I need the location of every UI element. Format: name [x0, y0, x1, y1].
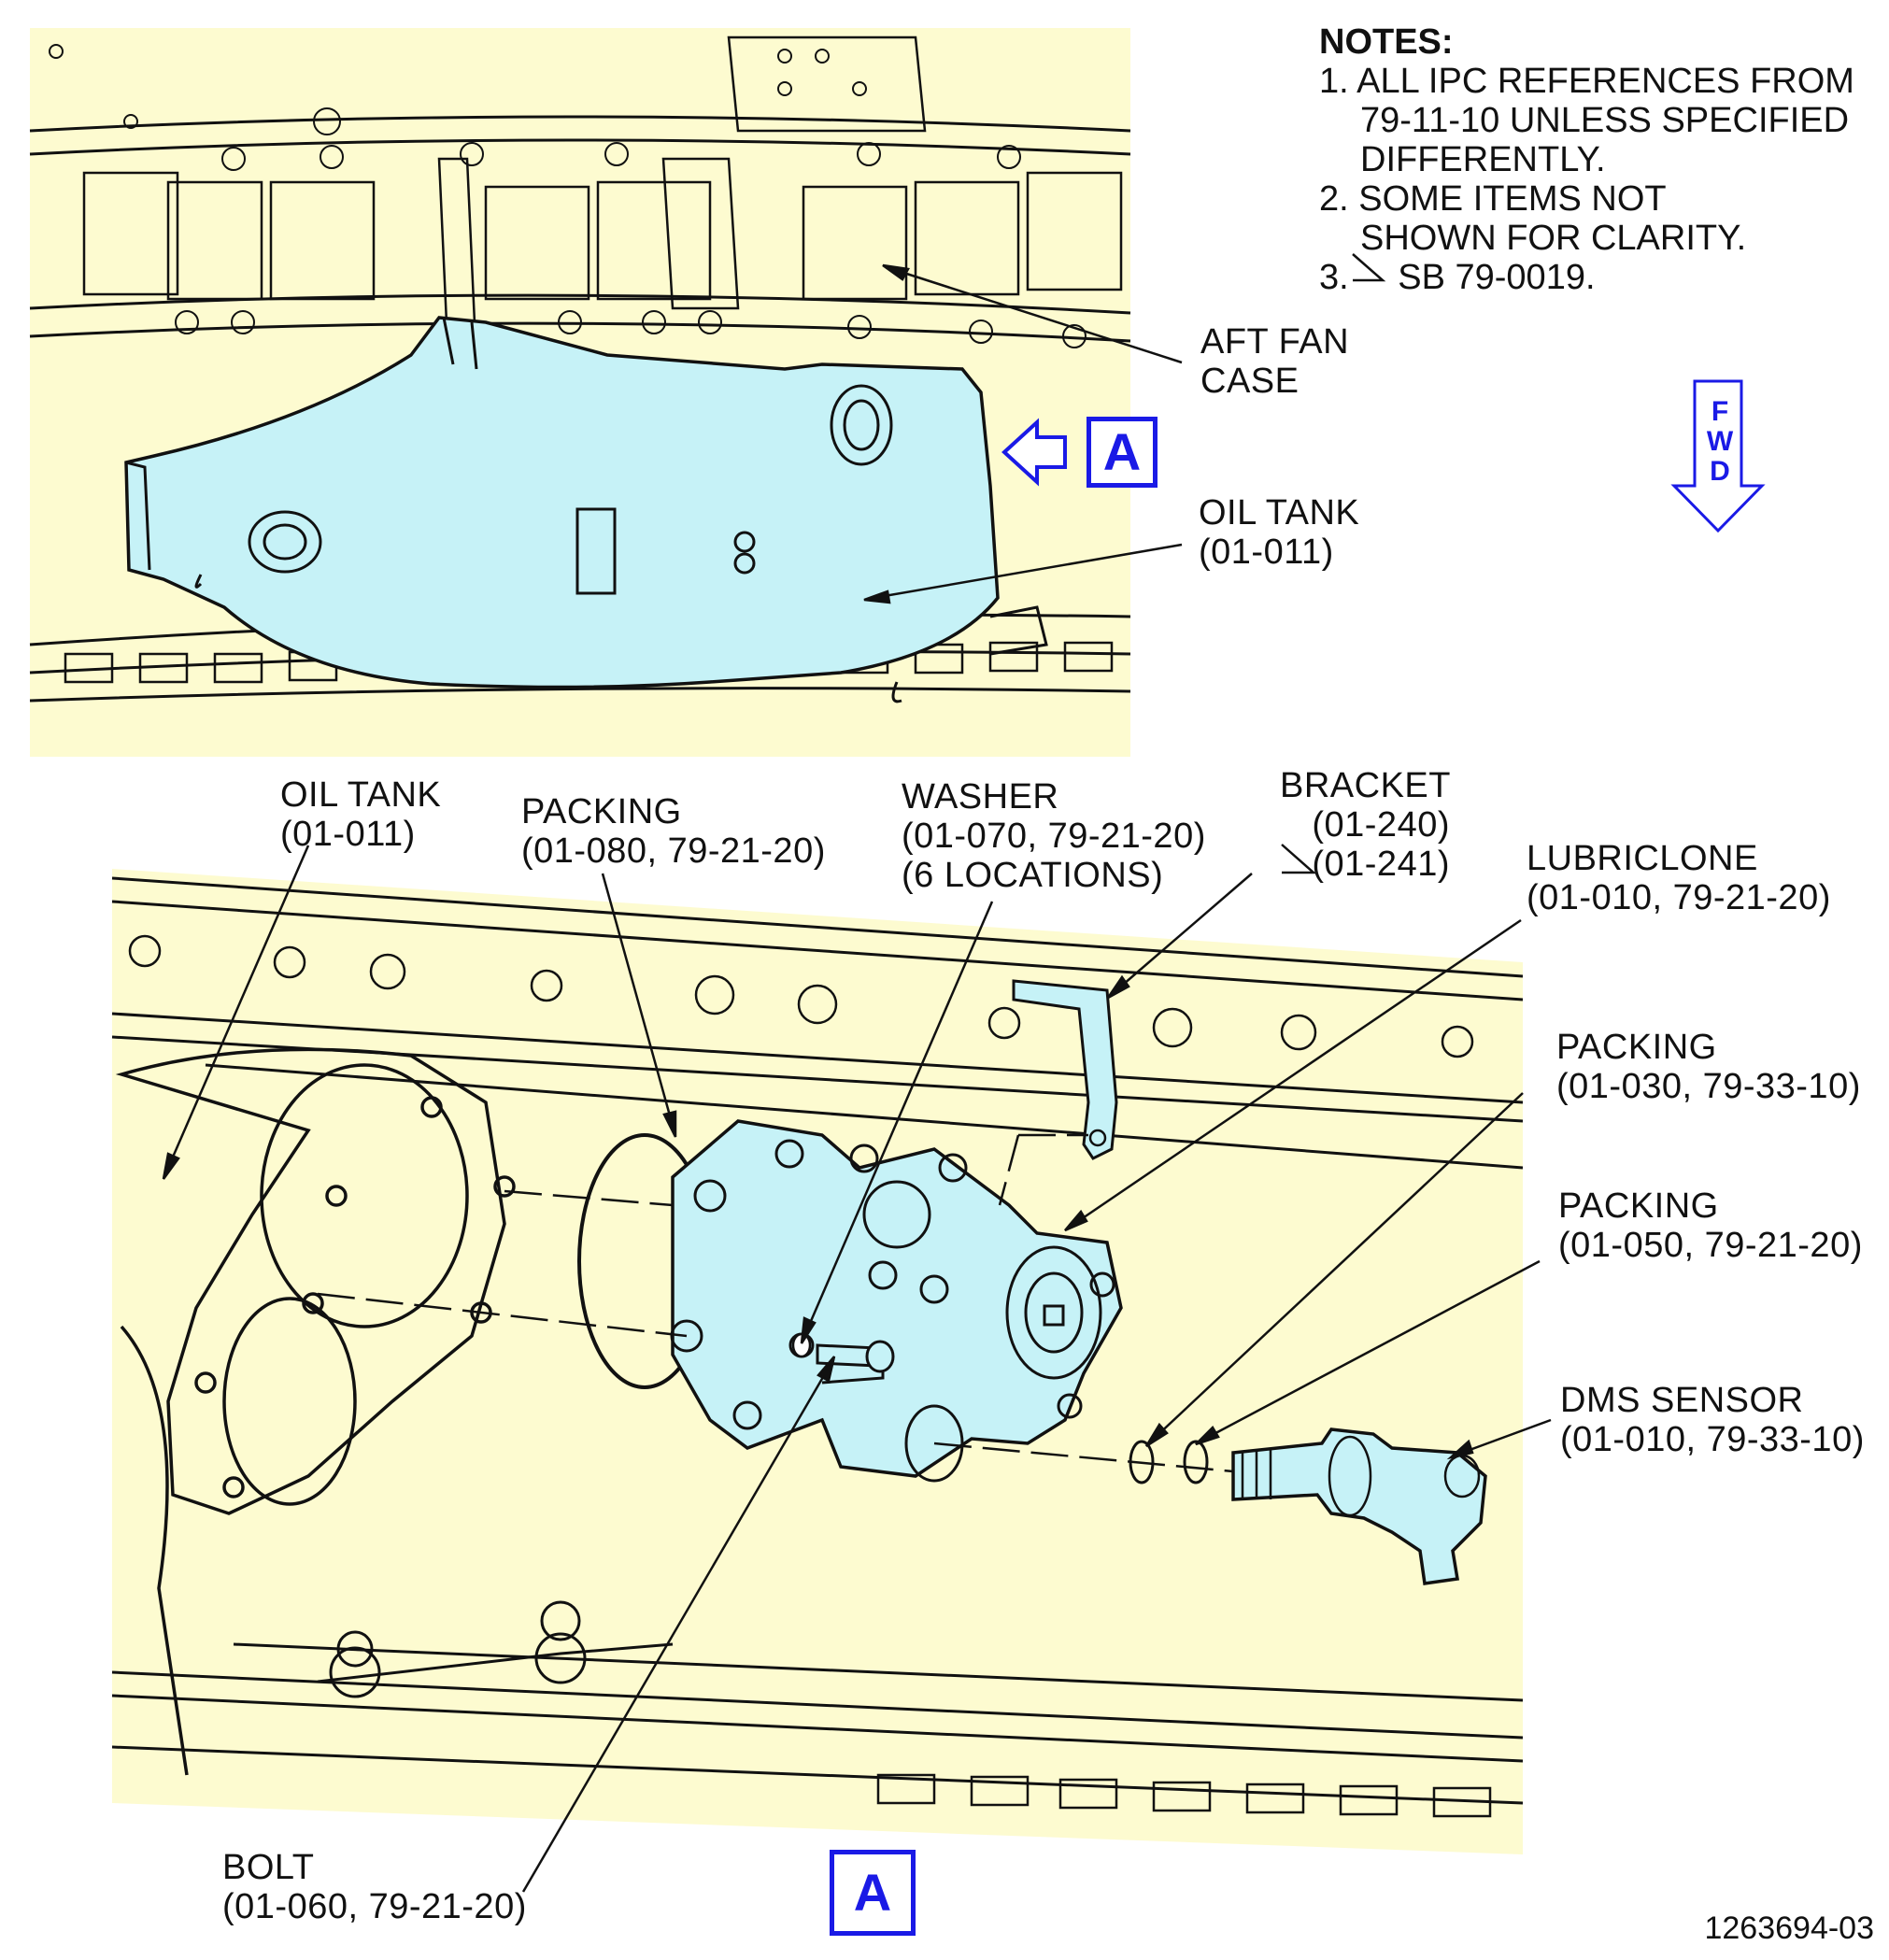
fwd-arrow	[1670, 379, 1766, 533]
label-washer-line-2: (01-070, 79-21-20)	[902, 817, 1206, 856]
label-bracket-line-2: (01-240)	[1312, 805, 1450, 845]
label-lubriclone-line-2: (01-010, 79-21-20)	[1527, 878, 1831, 917]
note-1: 1. ALL IPC REFERENCES FROM 79-11-10 UNLE…	[1319, 62, 1854, 179]
notes-block: NOTES: 1. ALL IPC REFERENCES FROM 79-11-…	[1319, 22, 1854, 297]
note-3-line: 3. SB 79-0019.	[1319, 258, 1854, 297]
label-dms-sensor-line-1: DMS SENSOR	[1560, 1381, 1804, 1420]
fwd-letter-d: D	[1710, 456, 1730, 487]
label-packing-050: PACKING (01-050, 79-21-20)	[1558, 1186, 1863, 1265]
note-1-line-1: 1. ALL IPC REFERENCES FROM	[1319, 62, 1854, 101]
label-bracket-line-1: BRACKET	[1280, 766, 1451, 805]
label-washer: WASHER (01-070, 79-21-20) (6 LOCATIONS)	[902, 777, 1206, 895]
label-packing-080-line-1: PACKING	[521, 792, 682, 831]
label-washer-line-3: (6 LOCATIONS)	[902, 856, 1164, 895]
label-oil-tank-detail-line-1: OIL TANK	[280, 775, 442, 815]
note-3: 3. SB 79-0019.	[1319, 258, 1854, 297]
label-oil-tank-top-line-1: OIL TANK	[1199, 493, 1360, 533]
bracket-hole	[1088, 1129, 1107, 1147]
label-packing-030: PACKING (01-030, 79-33-10)	[1556, 1028, 1861, 1106]
alignment-lines	[317, 1133, 1234, 1473]
note-2-line-1: 2. SOME ITEMS NOT	[1319, 179, 1667, 219]
effectivity-marks	[1281, 253, 1386, 874]
top-leaders	[863, 263, 1183, 604]
label-packing-030-line-2: (01-030, 79-33-10)	[1556, 1067, 1861, 1106]
label-lubriclone: LUBRICLONE (01-010, 79-21-20)	[1527, 839, 1831, 917]
top-view-panel	[29, 28, 1183, 757]
note-1-line-3: DIFFERENTLY.	[1360, 140, 1606, 179]
note-3-number: 3.	[1319, 258, 1359, 297]
detail-a-structure	[111, 876, 1524, 1818]
note-2-line-2: SHOWN FOR CLARITY.	[1360, 219, 1747, 258]
detail-leaders	[162, 845, 1552, 1893]
notes-title: NOTES:	[1319, 22, 1454, 62]
label-bracket: BRACKET (01-240) (01-241)	[1280, 766, 1450, 884]
note-2: 2. SOME ITEMS NOT SHOWN FOR CLARITY.	[1319, 179, 1854, 258]
label-packing-050-line-2: (01-050, 79-21-20)	[1558, 1226, 1863, 1265]
label-washer-line-1: WASHER	[902, 777, 1059, 817]
view-a-arrow	[1001, 418, 1067, 487]
label-packing-080-line-2: (01-080, 79-21-20)	[521, 831, 826, 871]
oil-tank-details	[125, 317, 1048, 703]
label-bolt: BOLT (01-060, 79-21-20)	[222, 1848, 527, 1926]
label-oil-tank-detail: OIL TANK (01-011)	[280, 775, 441, 854]
lubriclone-details	[670, 1139, 1115, 1483]
label-oil-tank-detail-line-2: (01-011)	[280, 815, 416, 854]
drawing-number: 1263694-03	[1704, 1910, 1874, 1946]
label-oil-tank-top-line-2: (01-011)	[1199, 533, 1334, 572]
label-dms-sensor: DMS SENSOR (01-010, 79-33-10)	[1560, 1381, 1865, 1459]
label-lubriclone-line-1: LUBRICLONE	[1527, 839, 1758, 878]
label-packing-080: PACKING (01-080, 79-21-20)	[521, 792, 826, 871]
fwd-letters: F W D	[1700, 397, 1740, 487]
label-aft-fan-case: AFT FAN CASE	[1200, 322, 1349, 401]
label-aft-fan-case-line-1: AFT FAN	[1200, 322, 1350, 362]
label-bolt-line-1: BOLT	[222, 1848, 315, 1887]
view-a-callout: A	[1087, 417, 1158, 488]
label-oil-tank-top: OIL TANK (01-011)	[1199, 493, 1359, 572]
view-a-label: A	[830, 1850, 916, 1936]
note-3-text: SB 79-0019.	[1398, 258, 1596, 297]
detail-a-panel	[111, 253, 1552, 1893]
label-aft-fan-case-line-2: CASE	[1200, 362, 1300, 401]
label-packing-050-line-1: PACKING	[1558, 1186, 1719, 1226]
oil-tank-top	[124, 316, 1000, 689]
fwd-letter-w: W	[1706, 426, 1734, 457]
dms-sensor	[1231, 1427, 1487, 1585]
note-1-line-2: 79-11-10 UNLESS SPECIFIED	[1360, 101, 1850, 140]
bracket	[1012, 979, 1118, 1160]
label-bracket-line-3: (01-241)	[1312, 845, 1450, 884]
fwd-letter-f: F	[1711, 396, 1729, 427]
label-dms-sensor-line-2: (01-010, 79-33-10)	[1560, 1420, 1865, 1459]
label-packing-030-line-1: PACKING	[1556, 1028, 1717, 1067]
label-bolt-line-2: (01-060, 79-21-20)	[222, 1887, 527, 1926]
packing-050	[1183, 1440, 1209, 1484]
